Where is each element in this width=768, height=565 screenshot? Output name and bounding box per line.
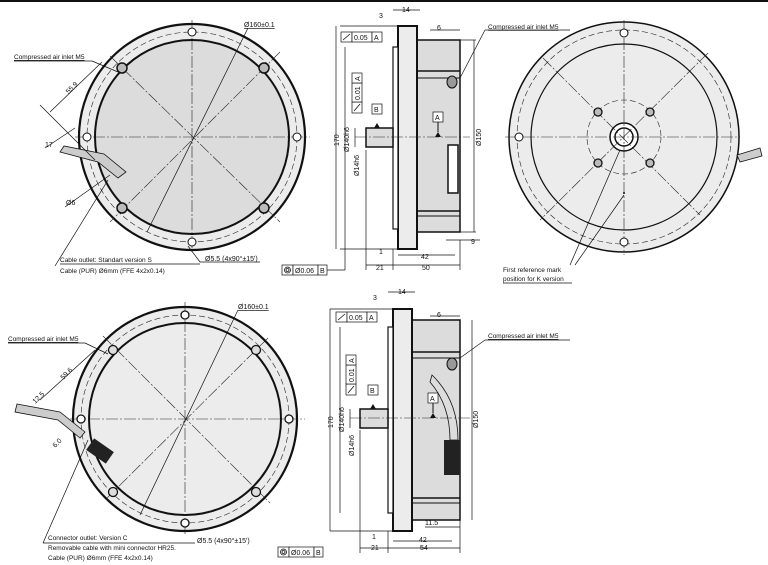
svg-text:0.01: 0.01	[355, 86, 362, 100]
air-inlet-label: Compressed air inlet M5	[488, 333, 559, 340]
dim-140: Ø140h6	[344, 127, 351, 152]
top-front-view: Compressed air inlet M5 55.9 17 Ø6 Ø160±…	[14, 20, 310, 275]
air-inlet-icon	[446, 75, 458, 89]
svg-text:A: A	[355, 76, 362, 81]
bolt-icon	[116, 62, 270, 214]
bottom-side-view: 3 14 6 0.05 A 170 Ø140h6 Ø14h6 0.01 A B	[328, 289, 570, 553]
dim-14h6: Ø14h6	[354, 155, 361, 176]
ref-mark-label-2: position for K version	[503, 276, 564, 283]
svg-text:A: A	[349, 358, 356, 363]
mounting-hole-icon	[514, 28, 629, 247]
dim-6: 6.0	[52, 437, 64, 449]
dim-11-5: 11.5	[425, 520, 438, 527]
runout-frame-1: 0.05 A	[340, 31, 383, 43]
dim-cable-dia: Ø6	[66, 200, 75, 207]
dim-9: 9	[471, 239, 475, 246]
air-inlet-label: Compressed air inlet M5	[488, 24, 559, 31]
concentricity-frame: Ø0.06 B	[281, 264, 328, 276]
svg-text:B: B	[370, 388, 375, 395]
top-rear-view: First reference mark position for K vers…	[503, 20, 763, 284]
dim-170: 170	[328, 416, 335, 428]
datum-b: B	[367, 384, 379, 409]
dim-3: 3	[373, 295, 377, 302]
dim-1: 1	[379, 249, 383, 256]
dim-50: 50	[422, 265, 430, 272]
dim-150: Ø150	[476, 129, 483, 146]
dim-170: 170	[334, 134, 341, 146]
datum-b: B	[371, 103, 383, 128]
dim-14: 14	[402, 7, 410, 14]
svg-text:0.05: 0.05	[354, 35, 368, 42]
dim-21: 21	[376, 265, 384, 272]
shaft	[359, 408, 389, 429]
svg-text:B: B	[320, 268, 325, 275]
dim-42: 42	[419, 537, 427, 544]
datum-b-leader	[327, 229, 346, 271]
dim-outer-dia: Ø160±0.1	[244, 22, 275, 29]
dim-angle: 55.9	[65, 81, 80, 96]
dim-1: 1	[372, 534, 376, 541]
air-inlet-label: Compressed air inlet M5	[14, 54, 85, 61]
datum-a: A	[427, 392, 439, 418]
dim-150: Ø150	[473, 411, 480, 428]
svg-text:A: A	[430, 396, 435, 403]
dim-6: 6	[437, 312, 441, 319]
air-inlet-icon	[446, 357, 458, 371]
dim-holes: Ø5.5 (4x90°±15')	[205, 255, 258, 263]
svg-text:Ø0.06: Ø0.06	[295, 268, 314, 275]
cable-icon	[59, 145, 127, 179]
flange	[397, 25, 418, 250]
cable-icon	[736, 147, 763, 163]
bottom-front-view: Compressed air inlet M5 59.6 12.5 6.0 Ø1…	[8, 302, 324, 562]
mounting-hole-icon	[82, 27, 302, 247]
flange	[392, 308, 413, 532]
dim-holes: Ø5.5 (4x90°±15')	[197, 537, 250, 545]
dim-outer-dia: Ø160±0.1	[238, 304, 269, 311]
shaft	[365, 127, 394, 148]
runout-frame-2: 0.01 A	[345, 354, 357, 396]
dim-140: Ø140h6	[339, 407, 346, 432]
runout-frame-1: 0.05 A	[335, 311, 378, 323]
bolt-icon	[593, 107, 655, 168]
dim-6: 6	[437, 25, 441, 32]
svg-text:B: B	[316, 550, 321, 557]
svg-text:A: A	[369, 315, 374, 322]
dim-14h6: Ø14h6	[349, 435, 356, 456]
mounting-hole-icon	[76, 310, 294, 528]
bolt-icon	[107, 344, 262, 498]
cable-spec-label: Cable (PUR) Ø6mm (FFE 4x2x0.14)	[48, 555, 153, 562]
dim-54: 54	[420, 545, 428, 552]
connector-icon	[86, 438, 114, 464]
svg-text:0.01: 0.01	[349, 368, 356, 382]
dim-14: 14	[398, 289, 406, 296]
connector-icon	[444, 440, 460, 475]
runout-frame-2: 0.01 A	[351, 72, 363, 114]
svg-text:Ø0.06: Ø0.06	[291, 550, 310, 557]
cable-outlet-label: Cable outlet: Standart version S	[60, 257, 152, 264]
cable-icon	[14, 403, 86, 439]
connector-outlet-label: Connector outlet: Version C	[48, 535, 128, 542]
svg-text:0.05: 0.05	[349, 315, 363, 322]
top-side-view: 3 14 6 0.05 A 170 Ø140h6 Ø14h6 0.01 A B	[327, 7, 570, 272]
datum-a: A	[432, 111, 444, 137]
dim-42: 42	[421, 254, 429, 261]
dim-12: 12.5	[32, 391, 47, 406]
dim-3: 3	[379, 13, 383, 20]
cable-gland	[447, 144, 459, 194]
dim-21: 21	[371, 545, 379, 552]
svg-text:A: A	[435, 115, 440, 122]
svg-text:A: A	[374, 35, 379, 42]
air-inlet-label: Compressed air inlet M5	[8, 336, 79, 343]
dim-angle: 59.6	[60, 367, 75, 382]
svg-text:B: B	[374, 107, 379, 114]
connector-desc-label: Removable cable with mini connector HR25…	[48, 545, 176, 552]
dim-17: 17	[45, 142, 53, 149]
ref-mark-label: First reference mark	[503, 267, 562, 274]
cable-spec-label: Cable (PUR) Ø6mm (FFE 4x2x0.14)	[60, 268, 165, 275]
concentricity-frame: Ø0.06 B	[277, 546, 324, 558]
